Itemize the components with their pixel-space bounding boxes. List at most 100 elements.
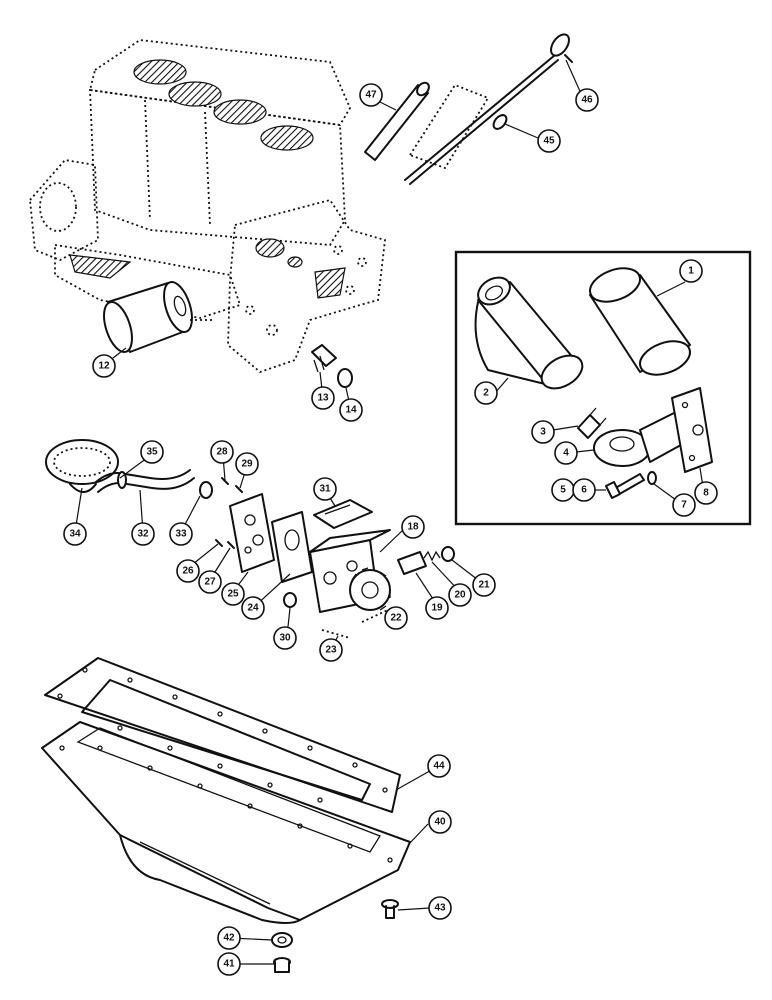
tube-47 <box>364 81 430 161</box>
svg-text:43: 43 <box>434 903 446 914</box>
svg-text:40: 40 <box>434 817 446 828</box>
tube-22 <box>361 607 393 623</box>
svg-text:13: 13 <box>317 393 329 404</box>
callout-45: 45 <box>537 129 561 153</box>
svg-text:29: 29 <box>241 459 253 470</box>
drain-plug-13 <box>311 344 337 373</box>
callout-4: 4 <box>554 441 578 465</box>
callout-13: 13 <box>311 386 335 410</box>
svg-text:12: 12 <box>98 361 110 372</box>
svg-text:26: 26 <box>182 566 194 577</box>
oil-pan-40 <box>41 721 411 924</box>
shaft-19 <box>397 551 427 575</box>
svg-text:25: 25 <box>227 589 239 600</box>
callout-41: 41 <box>217 952 241 976</box>
svg-text:19: 19 <box>431 603 443 614</box>
callout-21: 21 <box>472 573 496 597</box>
plug-21 <box>441 546 455 562</box>
svg-text:18: 18 <box>407 522 419 533</box>
suction-tube-32 <box>95 469 195 493</box>
callout-27: 27 <box>198 570 222 594</box>
drain-plug-43 <box>381 899 399 919</box>
callout-5: 5 <box>551 478 575 502</box>
callout-24: 24 <box>241 596 265 620</box>
washer-42 <box>271 932 293 948</box>
dipstick-handle-46 <box>550 33 573 63</box>
svg-text:34: 34 <box>69 529 81 540</box>
svg-text:27: 27 <box>204 577 216 588</box>
svg-text:42: 42 <box>223 933 235 944</box>
callout-2: 2 <box>474 381 498 405</box>
callout-12: 12 <box>92 354 116 378</box>
svg-text:5: 5 <box>560 485 566 496</box>
spring-20 <box>423 550 441 562</box>
pins-26-27 <box>215 539 235 549</box>
gasket-31 <box>313 499 373 529</box>
svg-text:47: 47 <box>365 90 377 101</box>
callout-47: 47 <box>359 83 383 107</box>
svg-text:33: 33 <box>175 529 187 540</box>
svg-text:24: 24 <box>247 603 259 614</box>
svg-text:8: 8 <box>703 488 709 499</box>
callout-32: 32 <box>131 522 155 546</box>
callout-19: 19 <box>425 596 449 620</box>
svg-text:23: 23 <box>325 645 337 656</box>
fitting-3 <box>577 407 607 439</box>
callout-6: 6 <box>572 478 596 502</box>
callout-7: 7 <box>672 493 696 517</box>
svg-text:31: 31 <box>319 484 331 495</box>
filter-element-2 <box>474 276 584 390</box>
engine-block <box>29 39 386 374</box>
suction-strainer-34 <box>45 439 119 493</box>
callout-8: 8 <box>694 481 718 505</box>
bolt-6 <box>605 473 645 499</box>
svg-text:44: 44 <box>433 761 445 772</box>
svg-text:20: 20 <box>454 590 466 601</box>
callout-3: 3 <box>531 420 555 444</box>
oring-30 <box>283 592 297 608</box>
gasket-33 <box>199 481 213 499</box>
gasket-plate-8 <box>671 387 713 473</box>
tube-gasket <box>408 83 490 170</box>
cover-plate-25 <box>229 493 275 573</box>
callout-29: 29 <box>235 452 259 476</box>
svg-text:6: 6 <box>581 485 587 496</box>
callout-18: 18 <box>401 515 425 539</box>
callout-25: 25 <box>221 582 245 606</box>
svg-text:22: 22 <box>390 613 402 624</box>
oil-pump-18 <box>309 529 391 613</box>
svg-text:45: 45 <box>543 136 555 147</box>
inset-frame <box>454 250 752 526</box>
callout-40: 40 <box>428 810 452 834</box>
callout-22: 22 <box>384 606 408 630</box>
svg-text:3: 3 <box>540 427 546 438</box>
svg-text:32: 32 <box>137 529 149 540</box>
callout-23: 23 <box>319 638 343 662</box>
pin-29 <box>235 485 243 493</box>
svg-text:21: 21 <box>478 580 490 591</box>
svg-text:28: 28 <box>216 447 228 458</box>
callout-31: 31 <box>313 477 337 501</box>
callout-35: 35 <box>140 440 164 464</box>
callout-33: 33 <box>169 522 193 546</box>
svg-text:30: 30 <box>279 633 291 644</box>
callout-30: 30 <box>273 626 297 650</box>
svg-text:7: 7 <box>681 500 687 511</box>
filter-cartridge-1 <box>589 267 691 376</box>
gasket-24 <box>271 511 313 583</box>
svg-text:1: 1 <box>688 266 694 277</box>
callout-34: 34 <box>63 522 87 546</box>
svg-text:46: 46 <box>581 95 593 106</box>
washer-14 <box>337 368 353 388</box>
washer-7 <box>647 471 657 485</box>
callout-43: 43 <box>428 896 452 920</box>
callout-1: 1 <box>679 259 703 283</box>
callout-26: 26 <box>176 559 200 583</box>
svg-text:41: 41 <box>223 959 235 970</box>
callout-28: 28 <box>210 440 234 464</box>
callout-42: 42 <box>217 926 241 950</box>
pin-28 <box>221 477 229 485</box>
dipstick-45 <box>404 54 559 185</box>
svg-text:4: 4 <box>563 448 569 459</box>
